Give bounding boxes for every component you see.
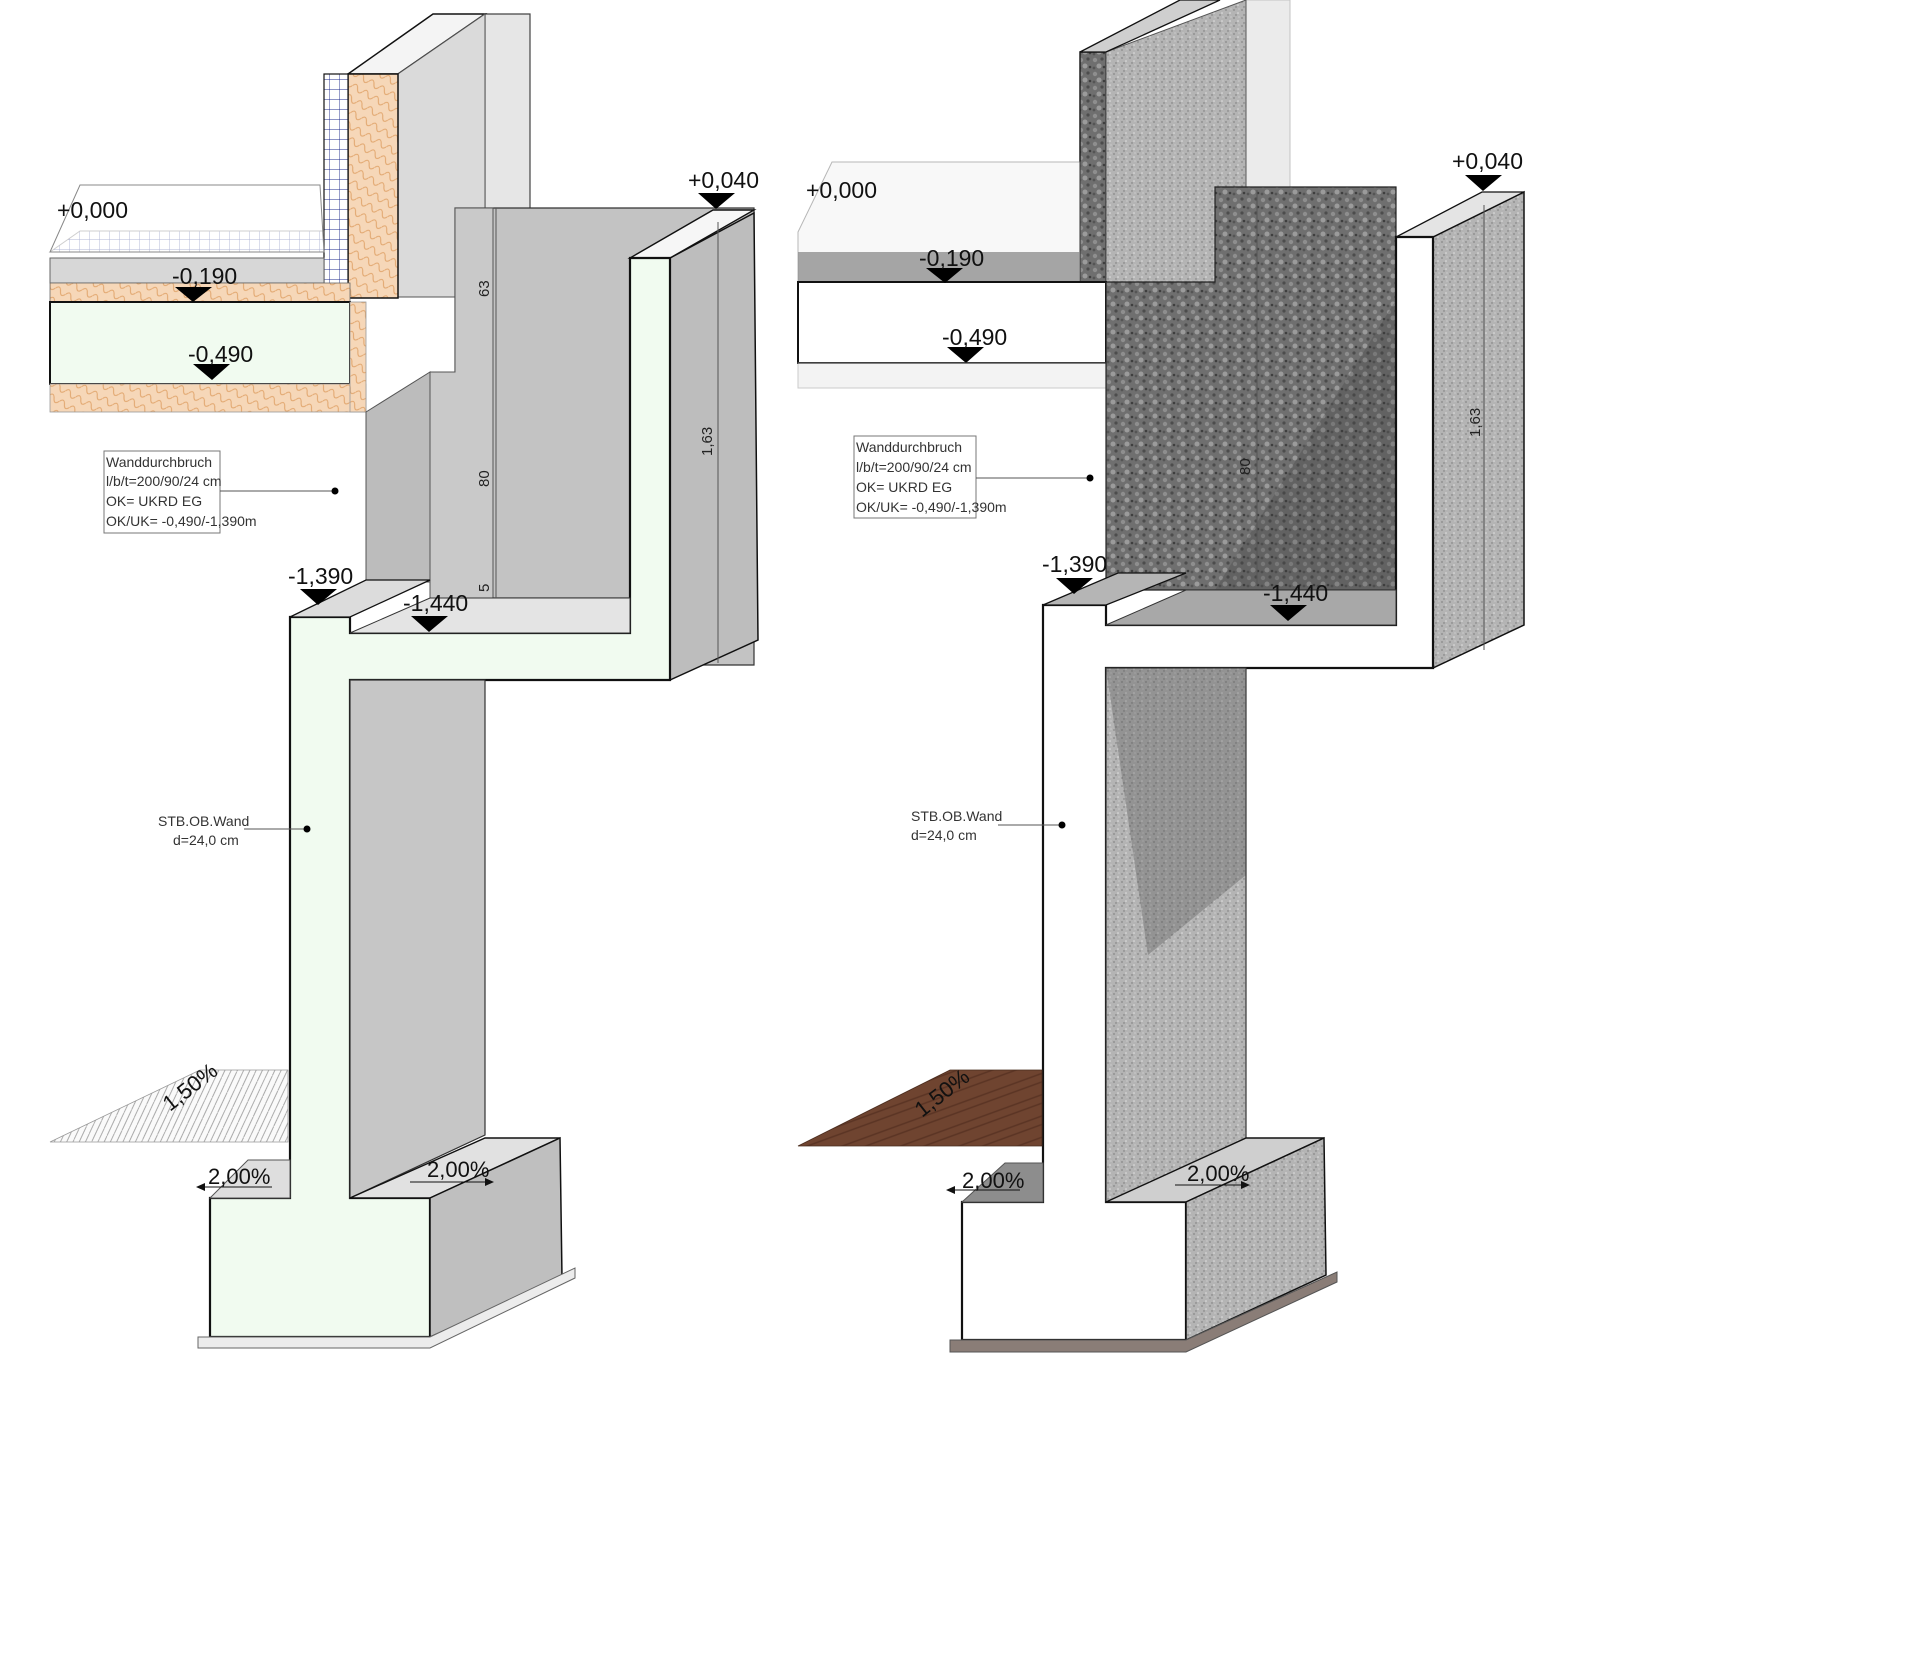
floor-transparent-layers [49,184,325,253]
svg-text:-0,490: -0,490 [188,341,253,367]
level-marker-m1390: -1,390 [288,563,353,605]
svg-text:STB.OB.Wand: STB.OB.Wand [911,808,1002,824]
svg-text:OK= UKRD EG: OK= UKRD EG [106,493,202,509]
svg-text:-0,490: -0,490 [942,324,1007,350]
right-dim-1-63: 1,63 [1467,408,1484,437]
wall-back-face [349,679,486,1199]
svg-text:OK= UKRD EG: OK= UKRD EG [856,479,952,495]
dim-5: 5 [476,584,493,592]
right-opening-note: Wanddurchbruch l/b/t=200/90/24 cm OK= UK… [853,435,1094,519]
svg-text:+0,000: +0,000 [57,197,128,223]
svg-text:+0,000: +0,000 [806,177,877,203]
panel-left: +0,000 -0,190 -0,490 +0,040 -1,390 -1,44… [48,13,759,1349]
level-marker-p0040: +0,040 [688,167,759,209]
right-well-floor [1105,589,1397,626]
svg-text:d=24,0 cm: d=24,0 cm [173,832,239,848]
right-slope-foundation-right: 2,00% [1175,1161,1250,1189]
right-wall-shadow [1106,668,1246,955]
floor-screed-dark [798,252,1080,282]
ground-plane-right [797,1069,1043,1147]
upper-wall-stone-top [1079,0,1221,53]
slope-foundation-right: 2,00% [410,1157,494,1186]
svg-text:l/b/t=200/90/24 cm: l/b/t=200/90/24 cm [856,459,972,475]
right-level-0000: +0,000 [806,177,877,203]
svg-text:+0,040: +0,040 [1452,148,1523,174]
svg-text:STB.OB.Wand: STB.OB.Wand [158,813,249,829]
svg-text:d=24,0 cm: d=24,0 cm [911,827,977,843]
floor-underlayer-ghost [797,362,1107,389]
right-well-shadow [1215,300,1396,590]
svg-text:-1,440: -1,440 [1263,580,1328,606]
svg-text:2,00%: 2,00% [1187,1161,1249,1186]
right-level-m0190: -0,190 [919,245,984,283]
svg-text:Wanddurchbruch: Wanddurchbruch [856,439,962,455]
svg-text:-1,390: -1,390 [1042,551,1107,577]
right-level-m1440: -1,440 [1263,580,1328,621]
floor-build-up-top [48,230,325,253]
svg-text:+0,040: +0,040 [688,167,759,193]
slope-foundation-left: 2,00% [196,1164,272,1191]
svg-text:-0,190: -0,190 [919,245,984,271]
level-marker-0000: +0,000 [57,197,128,223]
upper-wall-insulation [347,73,399,299]
svg-text:Wanddurchbruch: Wanddurchbruch [106,454,212,470]
svg-text:-1,390: -1,390 [288,563,353,589]
right-level-m1390: -1,390 [1042,551,1107,594]
svg-text:-0,190: -0,190 [172,263,237,289]
svg-text:OK/UK= -0,490/-1,390m: OK/UK= -0,490/-1,390m [856,499,1007,515]
level-marker-m0490: -0,490 [188,341,253,380]
svg-text:2,00%: 2,00% [962,1168,1024,1193]
foundation-ledge-left [208,1159,291,1199]
level-marker-m0190: -0,190 [172,263,237,302]
right-level-m0490: -0,490 [942,324,1007,363]
dim-1-63: 1,63 [699,427,716,456]
opening-note: Wanddurchbruch l/b/t=200/90/24 cm OK= UK… [103,450,339,534]
light-well-floor [349,597,631,634]
panel-right: +0,000 -0,190 -0,490 +0,040 -1,390 -1,44… [797,0,1525,1353]
blinding-layer [197,1267,576,1349]
opening-reveal [365,371,431,583]
ground-plane [49,1069,289,1143]
right-foundation-side [1185,1136,1327,1342]
dim-63: 63 [476,280,493,297]
level-marker-m1440: -1,440 [403,590,468,632]
slab-edge-insulation [349,301,367,413]
svg-text:l/b/t=200/90/24 cm: l/b/t=200/90/24 cm [106,473,222,489]
right-dim-80: 80 [1237,458,1254,475]
wall-step [289,579,431,618]
right-wall-note: STB.OB.Wand d=24,0 cm [911,808,1066,843]
upper-wall-cladding [323,73,349,299]
slab-under-insulation [49,383,367,413]
svg-text:OK/UK= -0,490/-1,390m: OK/UK= -0,490/-1,390m [106,513,257,529]
svg-text:-1,440: -1,440 [403,590,468,616]
dim-80: 80 [476,470,493,487]
right-wall-step [1042,572,1187,606]
right-foundation-ledge [960,1162,1044,1203]
right-slope-foundation-left: 2,00% [946,1168,1024,1194]
svg-text:2,00%: 2,00% [208,1164,270,1189]
wall-note: STB.OB.Wand d=24,0 cm [158,813,311,848]
right-blinding [949,1271,1338,1353]
svg-text:2,00%: 2,00% [427,1157,489,1182]
right-level-p0040: +0,040 [1452,148,1523,191]
upper-wall-stone-cut [1079,51,1107,287]
